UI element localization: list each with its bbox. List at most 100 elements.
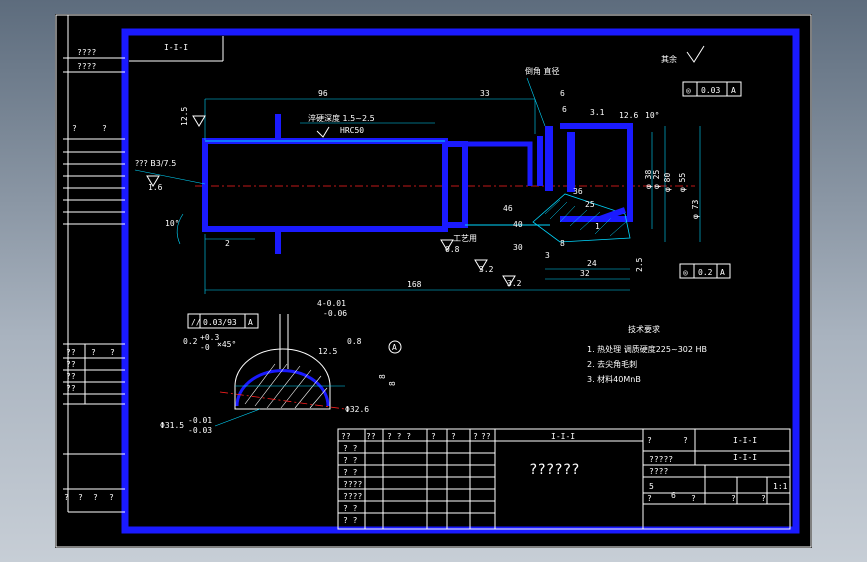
phi-b: φ 25 — [652, 170, 661, 189]
tb-rt-2: ? — [683, 436, 688, 445]
tb-r4-2: 1:1 — [773, 482, 788, 491]
rough-12-5: 12.5 — [180, 107, 189, 126]
chamfer-3: -0 — [200, 343, 210, 352]
datum-circle-icon — [388, 340, 402, 354]
strip-low-1b: ? — [91, 348, 96, 357]
tb-rt-1: ? — [647, 436, 652, 445]
phi-a: φ 38 — [644, 170, 653, 189]
strip-bot-1: ? — [64, 493, 69, 502]
tb-r5-4: ? — [731, 494, 736, 503]
sec-d8b: 8 — [388, 381, 397, 386]
tol-top-2: -0.06 — [323, 309, 347, 318]
rough-1-6: 1.6 — [148, 183, 163, 192]
strip-top-2: ???? — [77, 62, 96, 71]
tb-h1: ?? — [341, 432, 351, 441]
phi-31c: -0.03 — [188, 426, 212, 435]
tol2-sym: ◎ — [683, 268, 688, 277]
bottom-dimensions: 168 24 32 3 8 30 40 46 36 25 1 工艺用 0.8 3… — [204, 187, 644, 356]
phi-c: φ 80 — [663, 173, 672, 192]
strip-low-4: ?? — [66, 384, 76, 393]
flat-ref: A — [248, 318, 253, 327]
tb-h4: ? — [431, 432, 436, 441]
tb-r4-1: 5 — [649, 482, 654, 491]
dim-40: 40 — [513, 220, 523, 229]
phi-32: Φ32.6 — [345, 405, 369, 414]
sec-d8: 8 — [378, 374, 387, 379]
dim-3-1: 3.1 — [590, 108, 605, 117]
dim-10deg: 10° — [645, 111, 659, 120]
dim-1: 1 — [595, 222, 600, 231]
tol2-val: 0.2 — [698, 268, 713, 277]
tb-r3-1: ???? — [649, 467, 668, 476]
chamfer-2: +0.3 — [200, 333, 219, 342]
tb-r5: ???? — [343, 492, 362, 501]
shaft-main-view — [195, 114, 695, 254]
note-hrc: HRC50 — [340, 126, 364, 135]
tb-r5-5: ? — [761, 494, 766, 503]
right-dimensions: φ 38 φ 25 φ 80 φ 73 φ 55 — [644, 126, 701, 242]
dim-168: 168 — [407, 280, 422, 289]
tol-top-1: 4-0.01 — [317, 299, 346, 308]
strip-bot-3: ? — [93, 493, 98, 502]
tech-item-2: 2. 去尖角毛刺 — [587, 359, 637, 369]
tb-r2-2: I-I-I — [733, 453, 757, 462]
tb-r7: ? ? — [343, 516, 358, 525]
tb-center-code: I-I-I — [551, 432, 575, 441]
tolerance-frame-1: ◎ 0.03 A — [682, 81, 742, 97]
roughness-symbol-icon — [686, 45, 705, 63]
tol1-ref: A — [731, 86, 736, 95]
rough-3-2: 3.2 — [479, 265, 494, 274]
tech-item-1: 1. 热处理 调质硬度225~302 HB — [587, 344, 707, 354]
tol2-ref: A — [720, 268, 725, 277]
strip-top-1: ???? — [77, 48, 96, 57]
strip-bot-4: ? — [109, 493, 114, 502]
datum-a: A — [392, 343, 397, 352]
dim-24: 24 — [587, 259, 597, 268]
tb-r6: ? ? — [343, 504, 358, 513]
tb-h3: ? ? ? — [387, 432, 411, 441]
tb-h5: ? — [451, 432, 456, 441]
drawing-border — [121, 28, 800, 534]
tb-r2-1: ????? — [649, 455, 673, 464]
dim-33: 33 — [480, 89, 490, 98]
strip-mid-b: ? — [102, 124, 107, 133]
rough-2-5: 2.5 — [635, 257, 644, 272]
rough-0-8b: 0.8 — [347, 337, 362, 346]
tb-h2: ?? — [366, 432, 376, 441]
angle-10: 10° — [165, 219, 179, 228]
strip-bot-2: ? — [78, 493, 83, 502]
tb-r5-3: ? — [691, 494, 696, 503]
header-code: I-I-I — [164, 43, 188, 52]
rough-3-2b: 3.2 — [507, 279, 522, 288]
note-harden: 淬硬深度 1.5~2.5 — [308, 113, 375, 123]
dim-3: 3 — [545, 251, 550, 260]
strip-mid-a: ? — [72, 124, 77, 133]
tol1-val: 0.03 — [701, 86, 720, 95]
check-symbol-icon — [316, 126, 330, 138]
note-top: 倒角 直径 — [525, 66, 560, 76]
tech-title: 技术要求 — [628, 324, 660, 334]
dim-36: 36 — [573, 187, 583, 196]
strip-low-2: ?? — [66, 360, 76, 369]
dim-6b: 6 — [562, 105, 567, 114]
dim-96: 96 — [318, 89, 328, 98]
strip-low-3: ?? — [66, 372, 76, 381]
tech-requirements: 技术要求 1. 热处理 调质硬度225~302 HB 2. 去尖角毛刺 3. 材… — [587, 324, 707, 384]
tb-r1: ? ? — [343, 444, 358, 453]
tb-r2: ? ? — [343, 456, 358, 465]
phi-31b: -0.01 — [188, 416, 212, 425]
tb-rt-3: I-I-I — [733, 436, 757, 445]
chamfer-4: ×45° — [217, 340, 236, 349]
phi-e: φ 55 — [678, 173, 687, 192]
tech-item-3: 3. 材料40MnB — [587, 374, 641, 384]
dim-46: 46 — [503, 204, 513, 213]
flat-sym: // — [191, 318, 201, 327]
gongyi-note: 工艺用 — [453, 234, 477, 243]
outer-frame — [55, 14, 812, 548]
dim-32: 32 — [580, 269, 590, 278]
phi-31a: Φ31.5 — [160, 421, 184, 430]
drawing-sheet: ???? ???? ? ? ?? ? ? ?? ?? ?? ? ? ? ? — [55, 14, 812, 548]
cad-drawing: ???? ???? ? ? ?? ? ? ?? ?? ?? ? ? ? ? — [55, 14, 812, 548]
roughness-triangle-icon — [192, 115, 206, 127]
section-view: // 0.03/93 A 4-0.01 -0.06 0.2 +0.3 -0 ×4… — [160, 299, 402, 435]
